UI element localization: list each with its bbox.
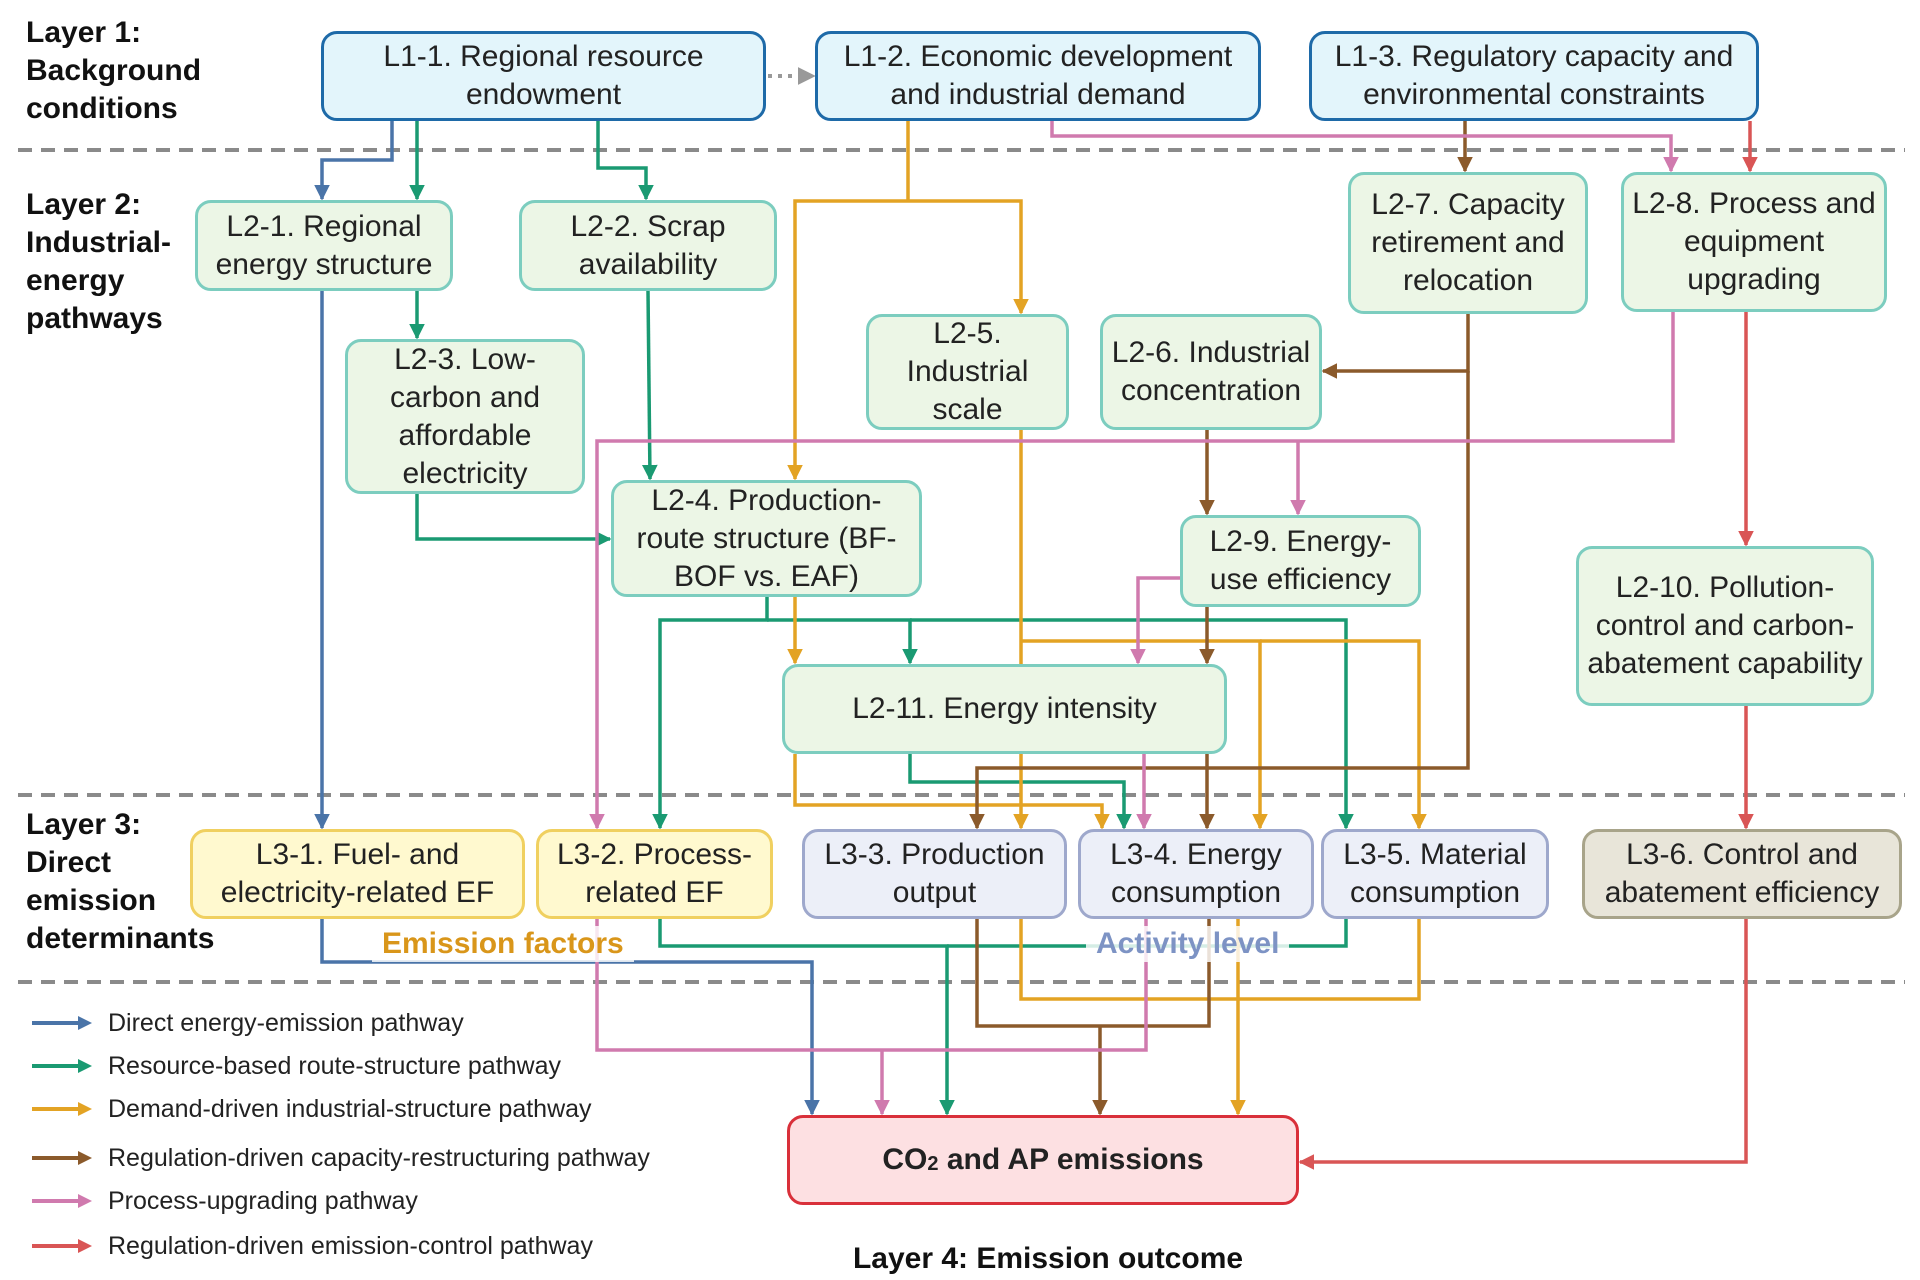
node-l1-2: L1-2. Economic development and industria…	[815, 31, 1261, 121]
node-l2-3: L2-3. Low-carbon and affordable electric…	[345, 339, 585, 494]
layer1-label: Layer 1: Background conditions	[26, 16, 202, 125]
layer4-label: Layer 4: Emission outcome	[852, 1242, 1244, 1275]
node-l2-1: L2-1. Regional energy structure	[195, 200, 453, 291]
outcome-co: CO	[882, 1143, 928, 1176]
legend-item-process: Process-upgrading pathway	[30, 1185, 418, 1217]
arrow-demand-l2-11-to-l3-4	[793, 754, 1110, 830]
node-l3-4: L3-4. Energy consumption	[1078, 829, 1314, 919]
node-l3-3: L3-3. Production output	[802, 829, 1067, 919]
legend-label: Resource-based route-structure pathway	[108, 1051, 562, 1080]
arrow-capacity-l3-3-to-outcome	[975, 919, 1211, 1028]
arrow-resource-l3-5-join	[947, 919, 1348, 948]
node-l2-6: L2-6. Industrial concentration	[1100, 314, 1322, 430]
layer3-label: Layer 3: Direct emission determinants	[26, 808, 215, 955]
node-l2-10: L2-10. Pollution-control and carbon-abat…	[1576, 546, 1874, 706]
legend-label: Process-upgrading pathway	[108, 1186, 418, 1215]
legend-arrow-icon	[32, 1239, 92, 1253]
node-l1-1: L1-1. Regional resource endowment	[321, 31, 766, 121]
legend-item-demand: Demand-driven industrial-structure pathw…	[30, 1093, 592, 1125]
legend-arrow-icon	[32, 1016, 92, 1030]
arrow-process-l2-9-to-l2-11	[1130, 576, 1180, 665]
node-l2-9: L2-9. Energy-use efficiency	[1180, 515, 1421, 607]
group-label-emission-factors: Emission factors	[372, 926, 634, 962]
arrow-resource-l2-4-to-l3-2	[652, 597, 769, 830]
node-l2-11: L2-11. Energy intensity	[782, 664, 1227, 754]
node-l3-1: L3-1. Fuel- and electricity-related EF	[190, 829, 525, 919]
legend-label: Direct energy-emission pathway	[108, 1008, 464, 1037]
arrow-demand-split-to-l2-5	[908, 199, 1029, 315]
legend-label: Regulation-driven capacity-restructuring…	[108, 1143, 650, 1172]
arrow-resource-l1-1-to-l2-2	[596, 121, 654, 201]
arrow-process-l1-2-to-l2-8	[1050, 121, 1679, 173]
node-l2-2: L2-2. Scrap availability	[519, 200, 777, 291]
legend-item-control: Regulation-driven emission-control pathw…	[30, 1230, 593, 1262]
node-l2-5: L2-5. Industrial scale	[866, 314, 1069, 430]
arrow-capacity-l2-7-down	[969, 371, 1470, 830]
outcome-rest: and AP emissions	[938, 1143, 1204, 1176]
legend-arrow-icon	[32, 1102, 92, 1116]
node-l1-3: L1-3. Regulatory capacity and environmen…	[1309, 31, 1759, 121]
legend-item-direct: Direct energy-emission pathway	[30, 1007, 464, 1039]
node-l2-7: L2-7. Capacity retirement and relocation	[1348, 172, 1588, 314]
arrow-demand-l3-3-to-outcome	[1019, 919, 1421, 1001]
legend-label: Demand-driven industrial-structure pathw…	[108, 1094, 592, 1123]
arrow-resource-l2-4-to-l2-11	[767, 618, 918, 665]
arrow-resource-l2-2-to-l2-4	[641, 290, 658, 481]
arrow-demand-split-to-l2-4	[787, 199, 908, 481]
legend-label: Regulation-driven emission-control pathw…	[108, 1231, 593, 1260]
arrow-control-l3-6-to-outcome	[1298, 919, 1748, 1170]
arrow-resource-l2-4-to-l3-5	[910, 618, 1354, 830]
arrow-process-l2-8-to-l3-2	[589, 312, 1675, 830]
legend-arrow-icon	[32, 1059, 92, 1073]
arrow-direct-l3-1-to-outcome	[320, 919, 820, 1116]
arrow-resource-l3-2-to-outcome	[658, 919, 955, 1116]
legend-arrow-icon	[32, 1194, 92, 1208]
node-l2-4: L2-4. Production-route structure (BF-BOF…	[611, 480, 922, 597]
legend-item-resource: Resource-based route-structure pathway	[30, 1050, 561, 1082]
arrow-demand-l2-9-to-l3-5	[1260, 639, 1427, 830]
node-l3-6: L3-6. Control and abatement efficiency	[1582, 829, 1902, 919]
node-l2-8: L2-8. Process and equipment upgrading	[1621, 172, 1887, 312]
legend-item-capacity: Regulation-driven capacity-restructuring…	[30, 1142, 650, 1174]
group-label-activity-level: Activity level	[1086, 926, 1290, 962]
arrow-resource-l2-3-to-l2-4	[415, 494, 612, 547]
layer2-label: Layer 2: Industrial- energy pathways	[26, 188, 172, 335]
arrow-direct-l1-1-to-l2-1	[314, 121, 394, 201]
legend-arrow-icon	[32, 1151, 92, 1165]
node-l3-2: L3-2. Process-related EF	[536, 829, 773, 919]
node-l3-5: L3-5. Material consumption	[1321, 829, 1549, 919]
arrow-resource-l2-11-to-l3-4	[908, 754, 1132, 830]
layer-separators	[18, 148, 1905, 984]
arrow-process-l3-2-to-outcome	[595, 919, 1148, 1052]
arrow-capacity-l2-7-to-l2-6	[1321, 314, 1470, 379]
